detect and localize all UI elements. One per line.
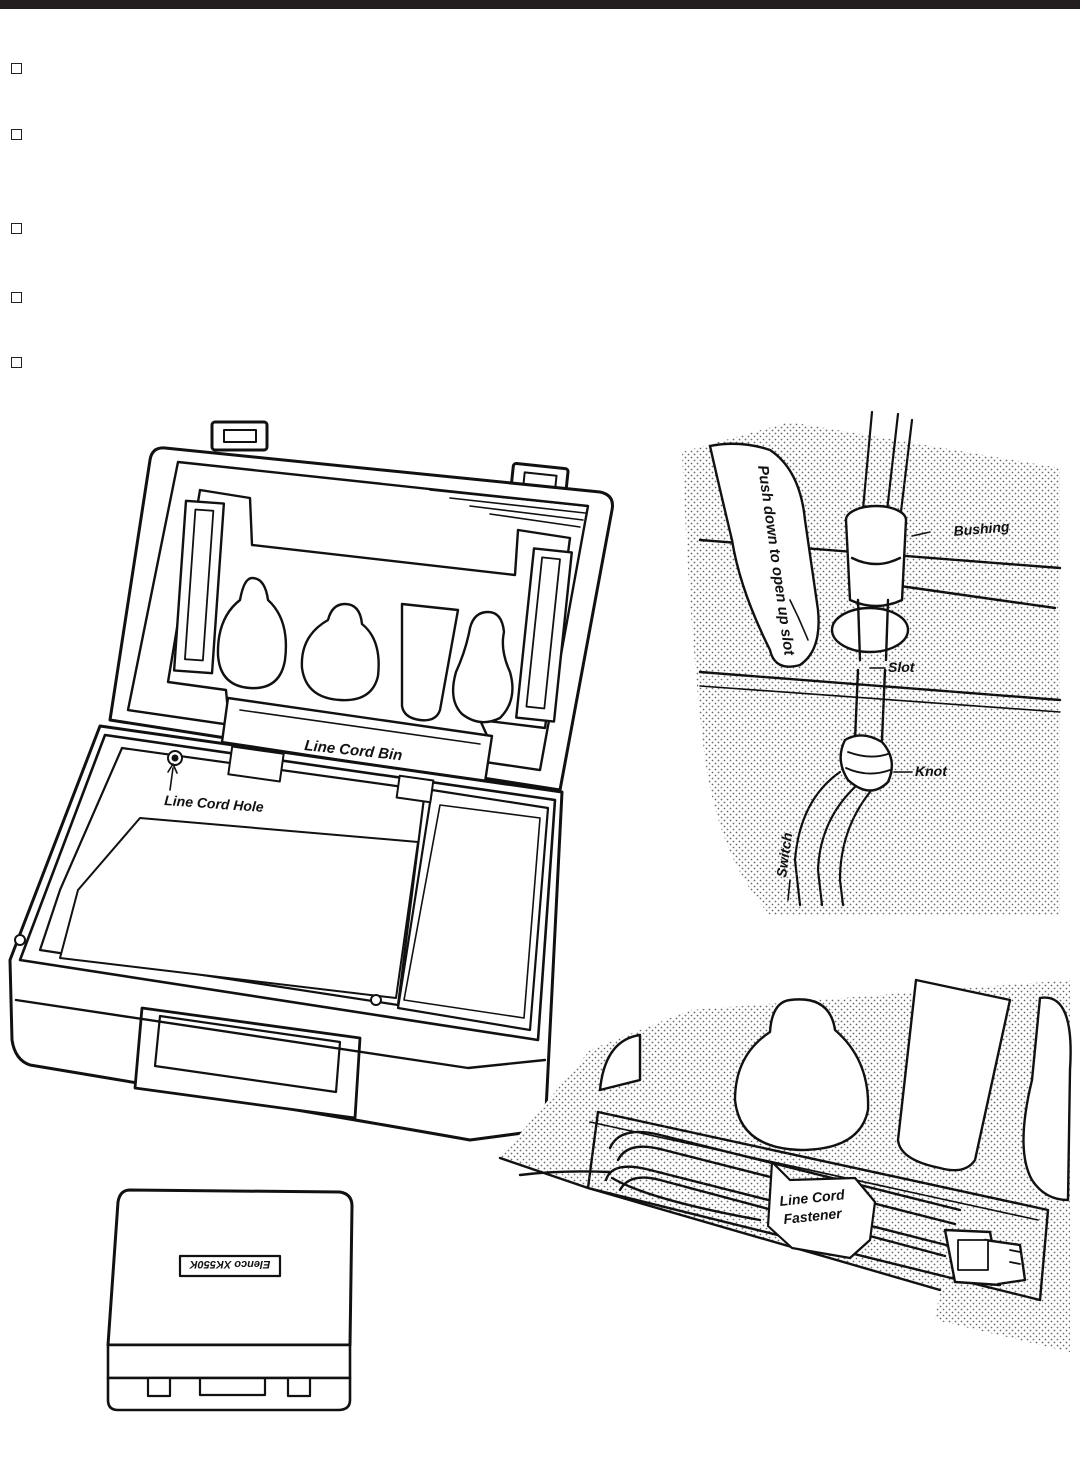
checkbox-step-1[interactable]	[11, 63, 22, 74]
knot-label: Knot	[915, 763, 948, 779]
switch-label: Switch	[773, 832, 795, 879]
fastener-label-line1: Line Cord	[779, 1186, 846, 1209]
checkbox-step-3[interactable]	[11, 223, 22, 234]
checkbox-step-2[interactable]	[11, 129, 22, 140]
bushing-detail-illustration	[682, 410, 1062, 915]
line-cord-bin-detail-illustration	[498, 978, 1072, 1352]
page-top-rule	[0, 0, 1080, 9]
line-cord-hole-label: Line Cord Hole	[164, 792, 265, 815]
bushing-label: Bushing	[953, 518, 1011, 539]
checkbox-step-5[interactable]	[11, 357, 22, 368]
checkbox-step-4[interactable]	[11, 292, 22, 303]
closed-case-illustration	[106, 1188, 354, 1412]
fastener-label-line2: Fastener	[783, 1205, 844, 1227]
nameplate-label: Elenco XK550K	[189, 1258, 271, 1270]
open-case-illustration	[8, 420, 614, 1142]
slot-label: Slot	[888, 659, 916, 675]
